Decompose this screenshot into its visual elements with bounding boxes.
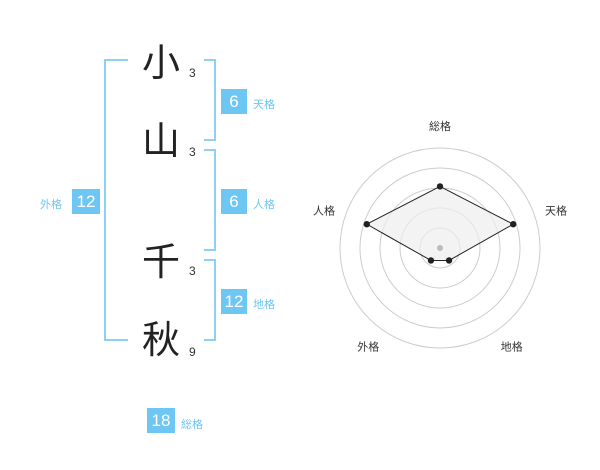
name-char-1: 小 xyxy=(141,41,180,85)
chikaku-label: 地格 xyxy=(253,298,275,311)
radar-axis-label-1: 総格 xyxy=(429,119,451,133)
gaikaku-bracket xyxy=(104,59,128,341)
radar-point-1 xyxy=(436,183,444,190)
stroke-count-4: 9 xyxy=(189,345,196,359)
radar-axis-label-5: 人格 xyxy=(313,203,335,217)
radar-axis-label-3: 地格 xyxy=(501,340,523,354)
tenkaku-label: 天格 xyxy=(253,98,275,111)
tenkaku-badge: 6 xyxy=(221,89,247,114)
radar-ring-4 xyxy=(359,167,521,329)
chikaku-bracket xyxy=(204,259,216,341)
stroke-count-3: 3 xyxy=(189,264,196,278)
chikaku-badge: 12 xyxy=(221,289,247,314)
name-char-4: 秋 xyxy=(141,318,180,362)
tenkaku-bracket xyxy=(204,59,216,141)
jinkaku-bracket xyxy=(204,149,216,251)
soukaku-label: 総格 xyxy=(181,418,203,431)
radar-axis-label-4: 外格 xyxy=(357,340,379,354)
stroke-count-1: 3 xyxy=(189,66,196,80)
name-char-2: 山 xyxy=(141,119,180,163)
radar-center xyxy=(437,245,443,251)
jinkaku-badge: 6 xyxy=(221,189,247,214)
name-char-3: 千 xyxy=(141,240,180,284)
radar-series-area xyxy=(365,185,515,261)
jinkaku-label: 人格 xyxy=(253,198,275,211)
radar-point-3 xyxy=(445,257,453,264)
radar-point-5 xyxy=(363,221,370,228)
soukaku-badge: 18 xyxy=(147,408,175,433)
radar-point-4 xyxy=(427,257,435,264)
stroke-count-2: 3 xyxy=(189,145,196,159)
radar-axis-label-2: 天格 xyxy=(545,203,567,217)
gaikaku-label: 外格 xyxy=(40,198,62,211)
gaikaku-badge: 12 xyxy=(72,189,100,214)
radar-point-2 xyxy=(510,221,517,228)
